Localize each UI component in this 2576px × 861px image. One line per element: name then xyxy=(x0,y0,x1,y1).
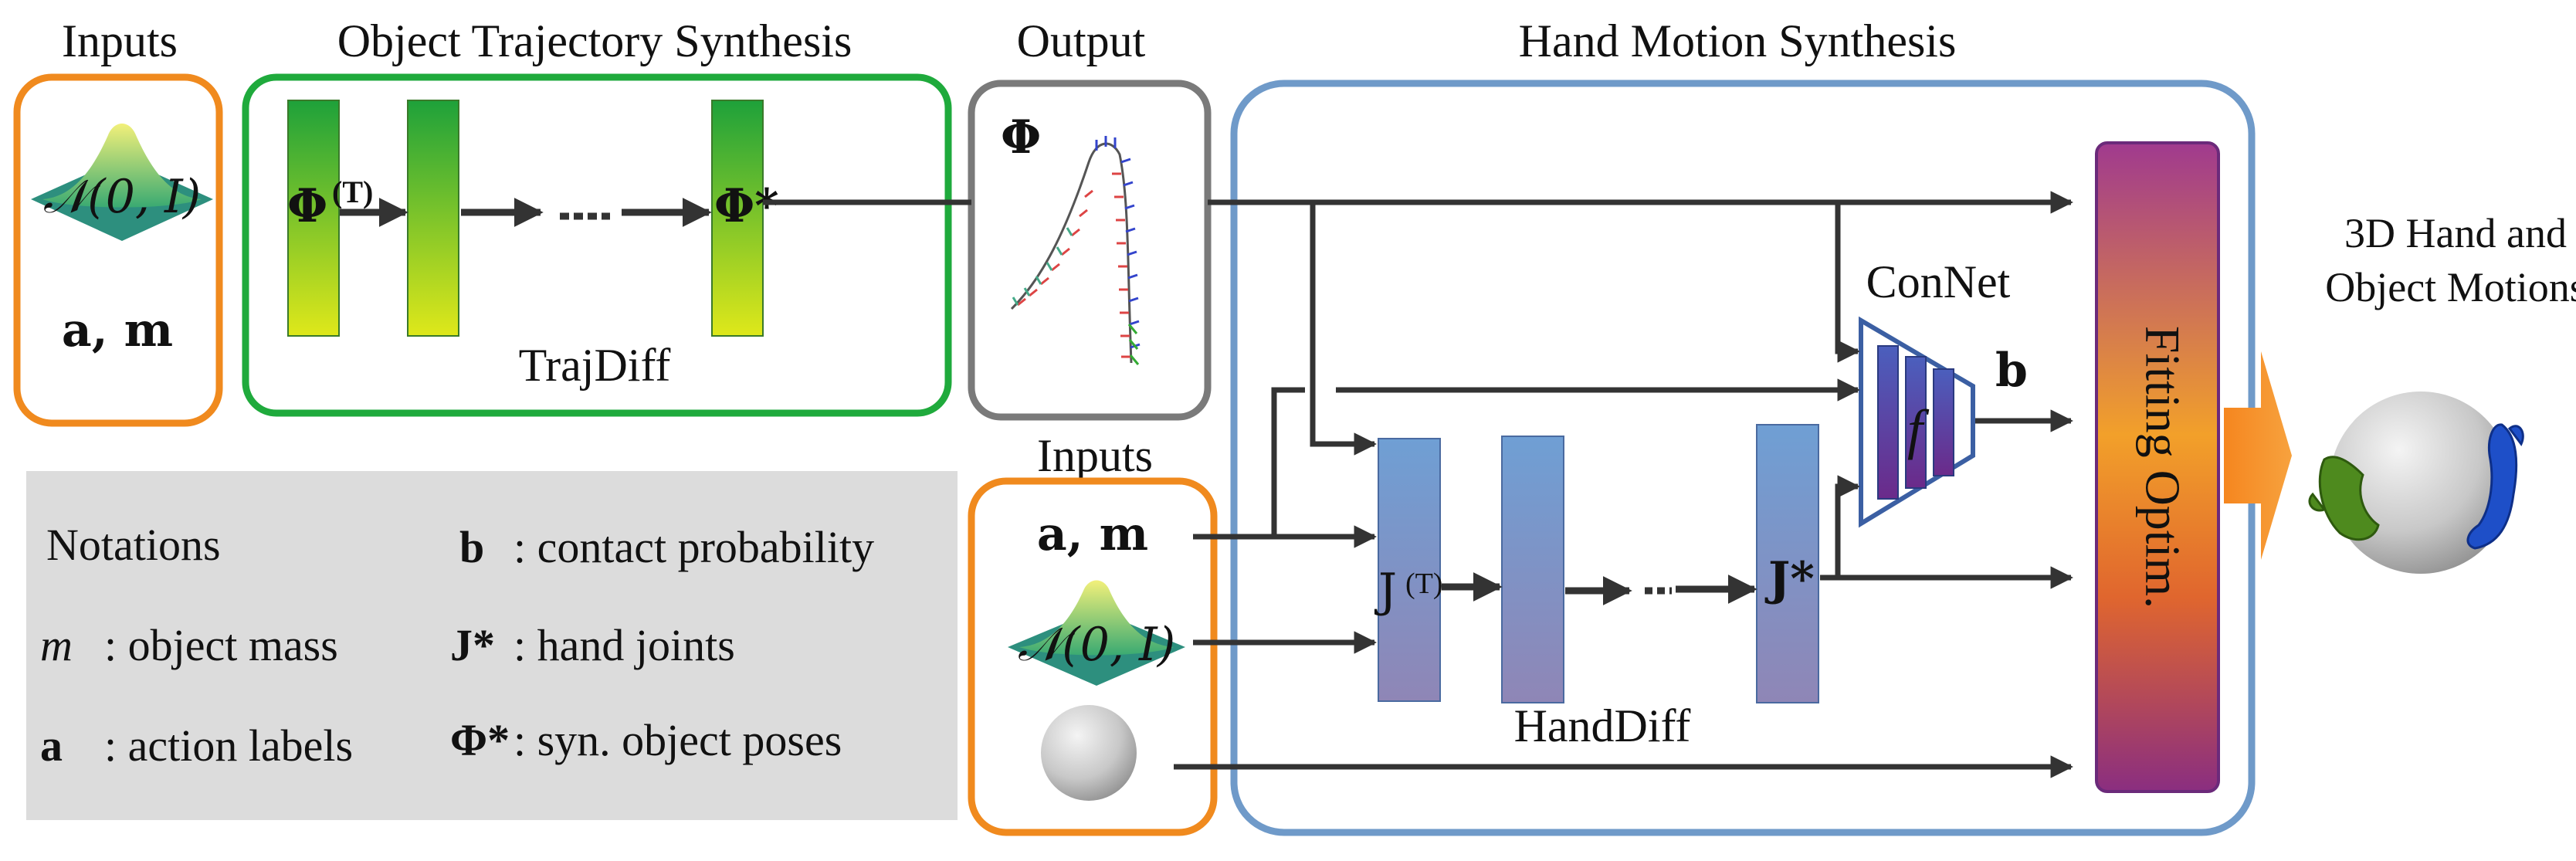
handdiff-name: HandDiff xyxy=(1514,700,1691,751)
notation-symbol-a: a xyxy=(40,720,63,771)
trajdiff-first-label: Φ xyxy=(287,179,327,233)
notation-text-m: : object mass xyxy=(104,620,338,670)
trajdiff-first-sup: (T) xyxy=(332,175,373,209)
notation-panel xyxy=(26,471,958,820)
right-hand-icon xyxy=(2466,423,2524,550)
result-title-line1: 3D Hand and xyxy=(2344,210,2567,256)
output-label: Φ xyxy=(1001,110,1041,164)
trajdiff-bar-2 xyxy=(407,100,459,337)
inputs-left-title: Inputs xyxy=(62,15,178,66)
inputs-left-frame xyxy=(13,73,223,427)
connet-layer-3 xyxy=(1933,368,1954,476)
notation-text-phi: : syn. object poses xyxy=(514,715,842,765)
inputs-bottom-frame xyxy=(968,477,1218,836)
connet-layer-1 xyxy=(1877,345,1899,500)
handdiff-last-label: J* xyxy=(1764,552,1815,606)
hand-object-result xyxy=(2308,392,2524,574)
object-synthesis-title: Object Trajectory Synthesis xyxy=(337,15,852,66)
gaussian-icon-bottom xyxy=(1008,580,1185,686)
fitting-optim-box xyxy=(2095,141,2220,793)
trajdiff-name: TrajDiff xyxy=(519,340,671,391)
connet-output-label: b xyxy=(1995,344,2028,398)
notation-title: Notations xyxy=(46,520,221,570)
arrow-output-to-connet xyxy=(1835,202,1860,363)
handdiff-first-label: J xyxy=(1374,564,1397,618)
result-title-line2: Object Motions xyxy=(2325,264,2576,310)
notation-symbol-m: m xyxy=(40,620,73,670)
hand-synthesis-title: Hand Motion Synthesis xyxy=(1519,15,1957,66)
result-arrow xyxy=(2224,351,2292,560)
arrow-am-up xyxy=(1271,387,1305,537)
connet-name: ConNet xyxy=(1866,256,2011,307)
handdiff-bar-2 xyxy=(1501,436,1564,703)
fitting-optim-label: Fitting Optim. xyxy=(2135,326,2190,608)
notation-text-b: : contact probability xyxy=(514,522,874,572)
gaussian-icon-left xyxy=(31,124,213,241)
arrow-output-to-handdiff xyxy=(1310,202,1377,456)
connet-layer-2 xyxy=(1905,356,1927,489)
action-mass-label-bottom: a, m xyxy=(1037,507,1148,561)
object-synthesis-frame xyxy=(242,73,952,417)
notation-symbol-phi: Φ* xyxy=(450,715,510,765)
output-frame xyxy=(968,80,1212,421)
handdiff-bar-1 xyxy=(1378,438,1441,702)
trajdiff-bar-3 xyxy=(711,100,764,337)
inputs-bottom-title: Inputs xyxy=(1037,430,1153,481)
arrow-joints-to-connet xyxy=(1835,475,1860,578)
notation-text-a: : action labels xyxy=(104,720,353,771)
object-sphere-input xyxy=(1041,705,1137,801)
trajdiff-last-label: Φ* xyxy=(714,179,779,233)
trajdiff-bar-1 xyxy=(287,100,340,337)
left-hand-icon xyxy=(2308,456,2380,541)
notation-symbol-b: b xyxy=(459,522,484,572)
handdiff-first-sup: (T) xyxy=(1405,568,1443,600)
trajectory-icon xyxy=(1010,136,1141,365)
notation-symbol-j: J* xyxy=(450,620,495,670)
handdiff-bar-3 xyxy=(1756,424,1819,703)
notation-text-j: : hand joints xyxy=(514,620,735,670)
output-title: Output xyxy=(1017,15,1146,66)
gaussian-label-left: 𝒩(0, I) xyxy=(43,170,201,224)
action-mass-label-left: a, m xyxy=(62,303,173,358)
gaussian-label-bottom: 𝒩(0, I) xyxy=(1018,618,1175,672)
